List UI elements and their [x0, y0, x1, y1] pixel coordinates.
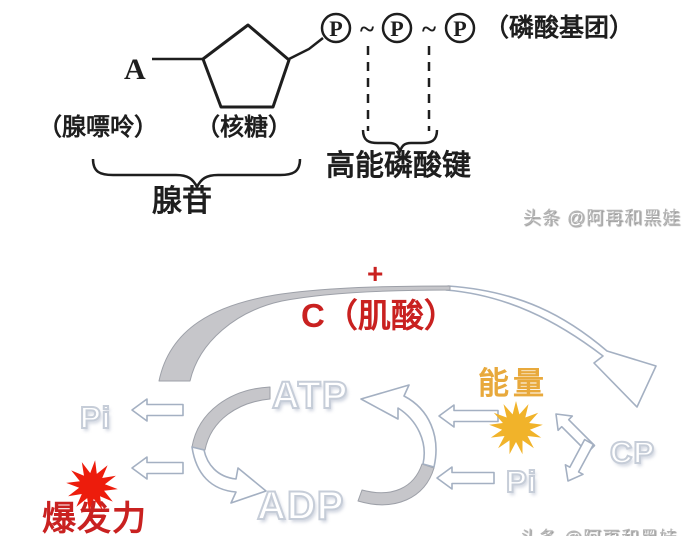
atp-to-adp-arrow-head: [191, 446, 267, 504]
adenine-symbol: A: [124, 53, 146, 86]
high-energy-bond-tilde-1: ~: [360, 14, 374, 44]
adp-label: ADP: [256, 484, 345, 528]
watermark-bottom-clipped: 头条 @阿再和黑娃: [520, 529, 678, 536]
phosphate-circle-2: [381, 12, 413, 44]
arrow-pi-to-adp: [436, 466, 495, 490]
cp-double-arrow-down: [564, 438, 595, 482]
pi-right-label: Pi: [505, 464, 538, 499]
adp-to-atp-arrow-head: [360, 384, 437, 468]
watermark: 头条 @阿再和黑娃: [523, 208, 682, 228]
explosive-power-label: 爆发力: [42, 500, 147, 536]
creatine-label: C（肌酸）: [301, 297, 457, 334]
atp-to-adp-arrow-ribbon: [191, 386, 271, 451]
phosphate-circle-1: [320, 12, 352, 44]
pi-left-label: Pi: [79, 400, 112, 435]
energy-label: 能量: [478, 366, 548, 401]
arrow-to-explosive-power: [131, 456, 184, 480]
adenosine-brace: [91, 158, 302, 190]
phosphate-circle-3: [444, 12, 476, 44]
phosphate-letter-1: P: [329, 16, 342, 41]
arrow-energy-to-atp: [438, 404, 499, 428]
phosphate-letter-3: P: [453, 16, 466, 41]
high-energy-bond-tilde-2: ~: [422, 14, 436, 44]
phosphate-letter-2: P: [390, 16, 403, 41]
atp-label: ATP: [271, 375, 349, 417]
energy-starburst-icon: [489, 401, 543, 455]
plus-sign: +: [367, 258, 384, 289]
ribose-pentagon: [201, 23, 291, 109]
arrow-to-pi-left: [131, 398, 184, 422]
ribose-phosphate-bond: [288, 37, 324, 61]
ribose-label: （核糖）: [196, 115, 292, 141]
high-energy-bond-label: 高能磷酸键: [326, 150, 472, 182]
creatine-arc-ribbon: [158, 285, 451, 382]
high-energy-bond-brace: [361, 129, 439, 155]
adenosine-label: 腺苷: [152, 185, 212, 218]
phosphate-group-label: （磷酸基团）: [484, 15, 635, 42]
cp-label: CP: [609, 435, 656, 470]
explosive-power-starburst-icon: [66, 460, 118, 512]
adenine-label: （腺嘌呤）: [38, 115, 158, 141]
adp-to-atp-arrow-ribbon: [357, 463, 435, 506]
creatine-arc-head: [445, 285, 657, 408]
